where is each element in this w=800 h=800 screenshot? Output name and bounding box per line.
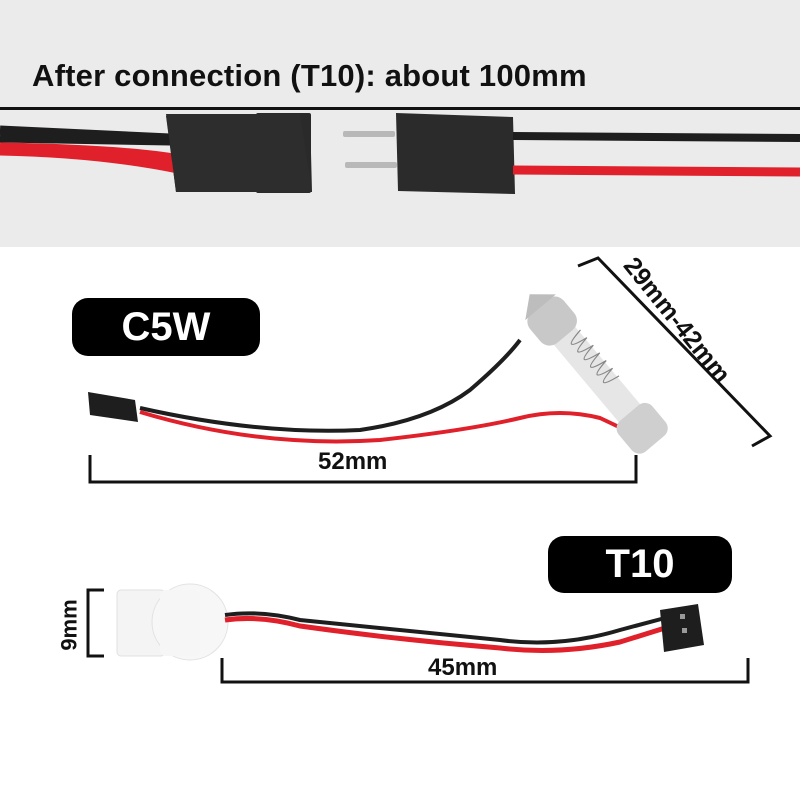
female-connector-icon bbox=[0, 114, 312, 192]
c5w-adapter-illustration bbox=[88, 256, 773, 484]
t10-badge: T10 bbox=[548, 536, 732, 593]
t10-length-dimension: 45mm bbox=[428, 654, 498, 681]
c5w-badge: C5W bbox=[72, 298, 260, 356]
title-divider bbox=[0, 107, 800, 110]
t10-label: T10 bbox=[605, 542, 675, 586]
c5w-length-dimension: 52mm bbox=[318, 448, 388, 475]
t10-adapter-illustration bbox=[86, 583, 750, 684]
c5w-label: C5W bbox=[121, 304, 211, 349]
connection-length-title: After connection (T10): about 100mm bbox=[32, 58, 587, 93]
t10-height-dimension: 9mm bbox=[56, 599, 82, 651]
